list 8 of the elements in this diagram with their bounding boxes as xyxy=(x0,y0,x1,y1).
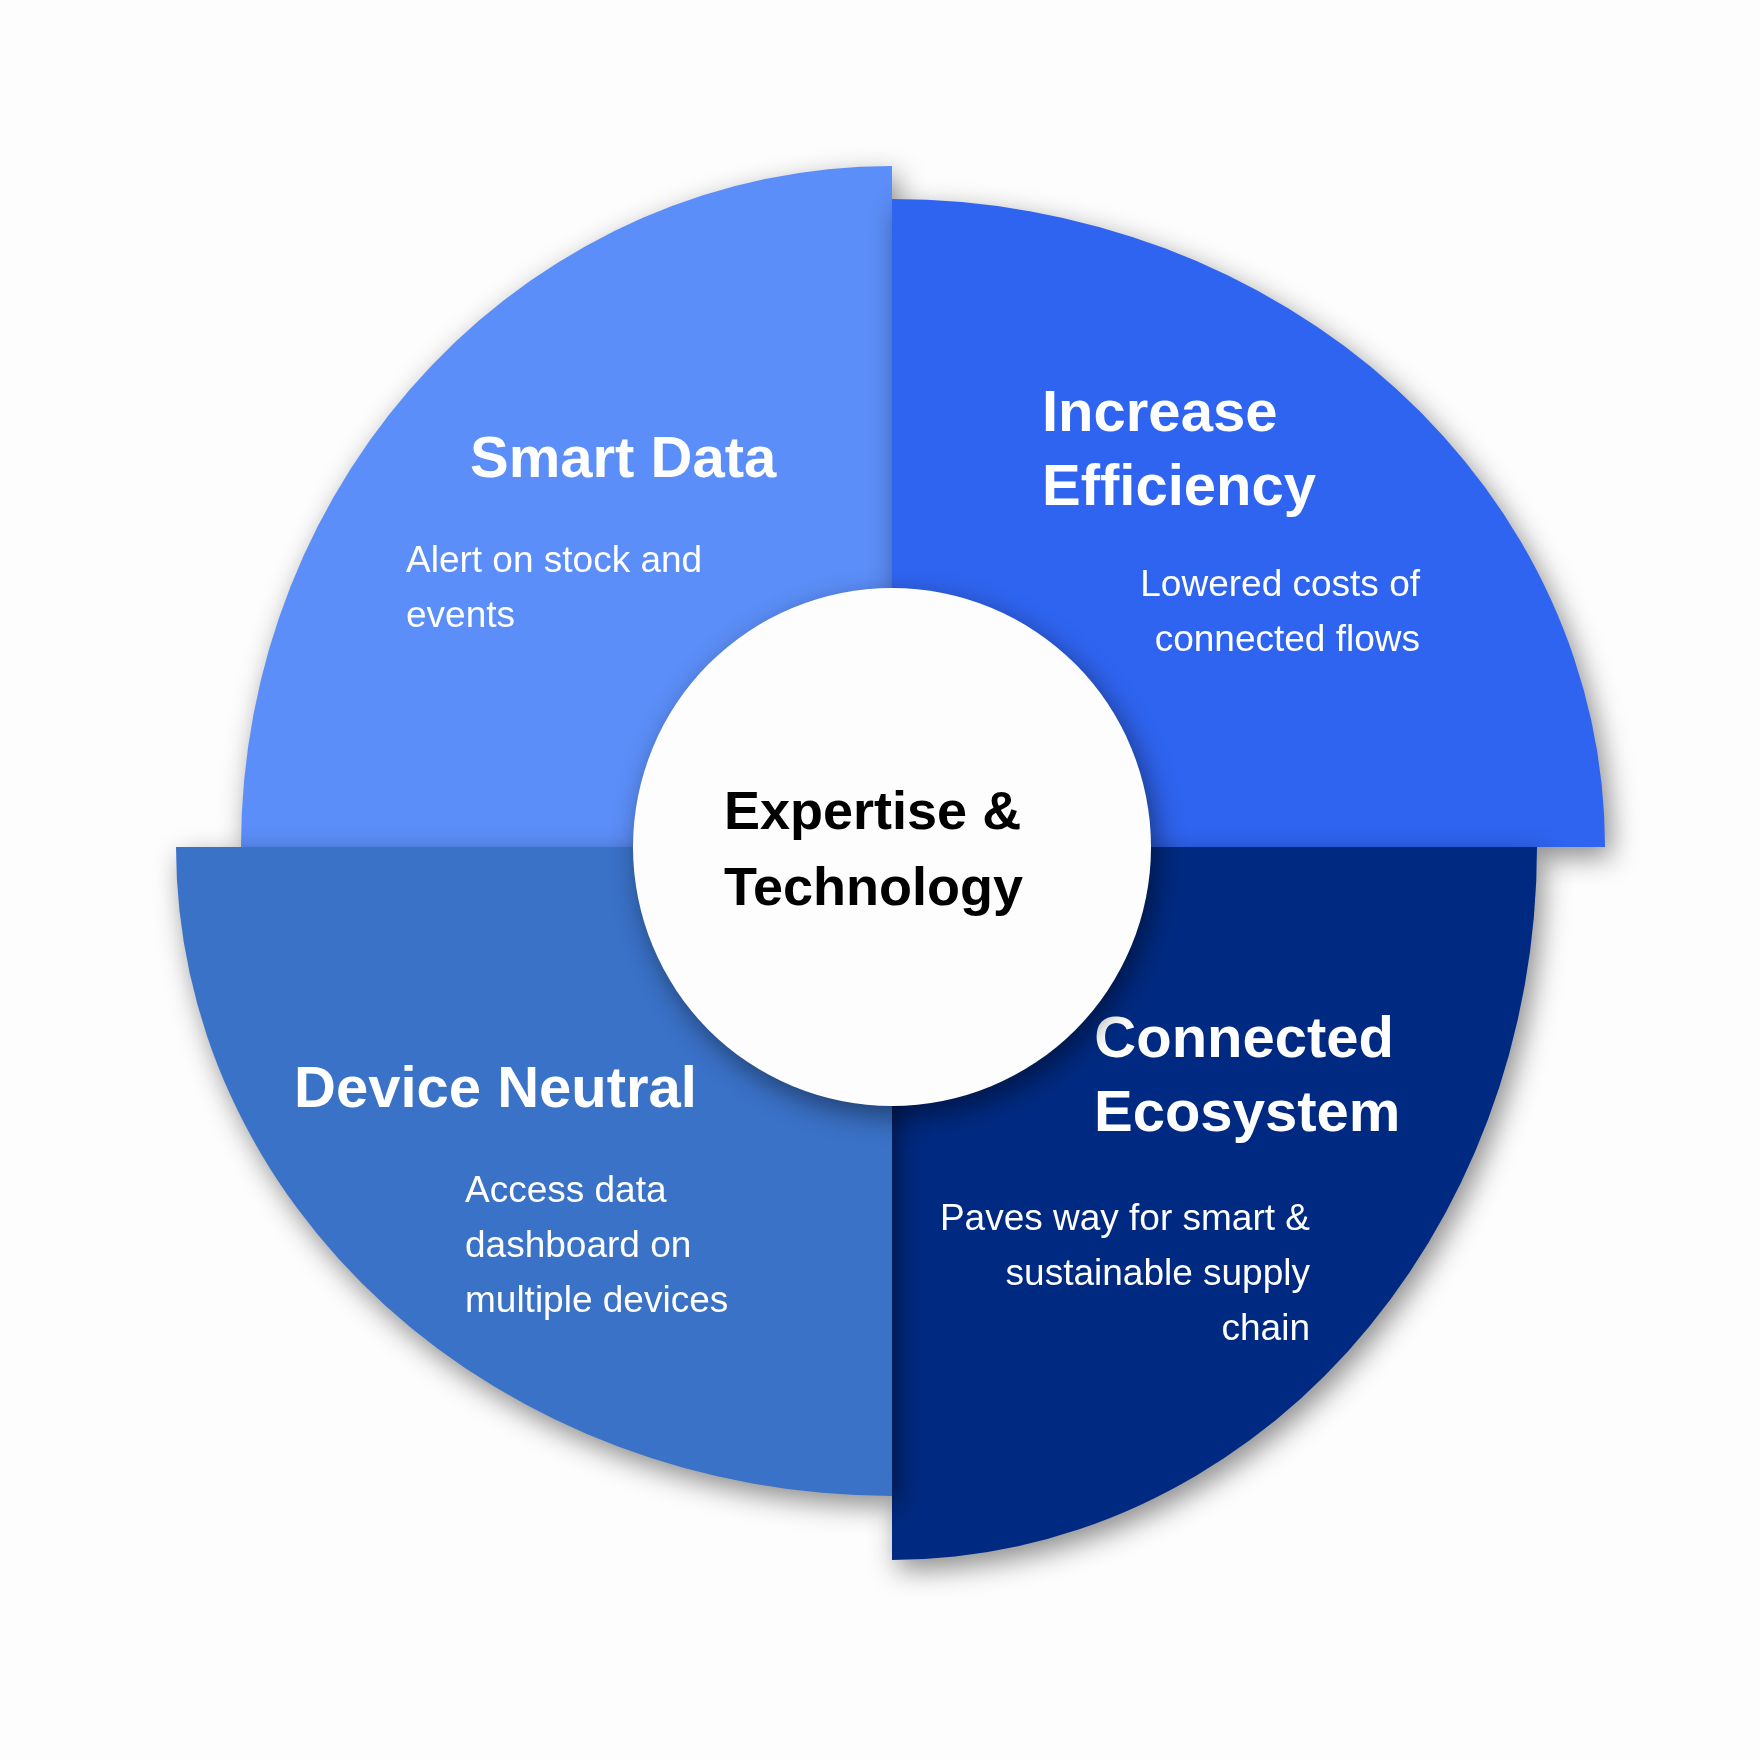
segment-title: Device Neutral xyxy=(294,1053,698,1121)
segment-title: Smart Data xyxy=(470,423,778,491)
segment-description: Paves way for smart & sustainable supply chain xyxy=(938,1196,1310,1350)
segment-title: Increase Efficiency xyxy=(1042,377,1317,519)
segment-description: Lowered costs of connected flows xyxy=(1139,562,1420,661)
center-title: Expertise & Technology xyxy=(724,779,1024,918)
segment-description: Access data dashboard on multiple devices xyxy=(465,1168,730,1322)
segment-description: Alert on stock and events xyxy=(406,538,704,637)
